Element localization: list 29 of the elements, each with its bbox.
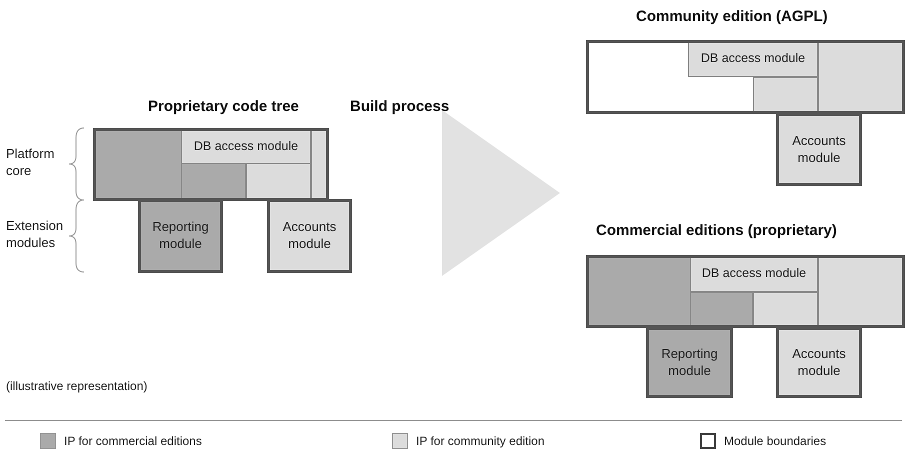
component-block (818, 43, 902, 111)
module-box: Reporting module (646, 327, 733, 398)
submodule-box: DB access module (690, 258, 818, 292)
submodule-box: DB access module (181, 131, 311, 164)
submodule-box: DB access module (688, 43, 818, 77)
component-block (311, 131, 326, 198)
component-block (690, 292, 753, 325)
module-box: Reporting module (138, 199, 223, 273)
footnote: (illustrative representation) (6, 379, 148, 393)
module-box: Accounts module (776, 327, 862, 398)
brace-label: Platform core (6, 146, 56, 180)
module-box: Accounts module (776, 113, 862, 186)
platform-core-box (586, 255, 905, 328)
platform-core-box (586, 40, 905, 114)
section-heading: Build process (350, 98, 450, 115)
brace-label: Extension modules (6, 218, 64, 252)
platform-core-box (93, 128, 329, 201)
component-block (753, 292, 818, 325)
section-heading: Commercial editions (proprietary) (596, 222, 837, 239)
legend-label: IP for community edition (416, 434, 545, 448)
legend-label: Module boundaries (724, 434, 826, 448)
component-block (818, 258, 902, 325)
section-heading: Community edition (AGPL) (636, 8, 828, 25)
component-block (181, 163, 246, 198)
component-block (753, 77, 818, 111)
section-heading: Proprietary code tree (148, 98, 299, 115)
legend-label: IP for commercial editions (64, 434, 202, 448)
component-block (246, 163, 311, 198)
module-box: Accounts module (267, 199, 352, 273)
